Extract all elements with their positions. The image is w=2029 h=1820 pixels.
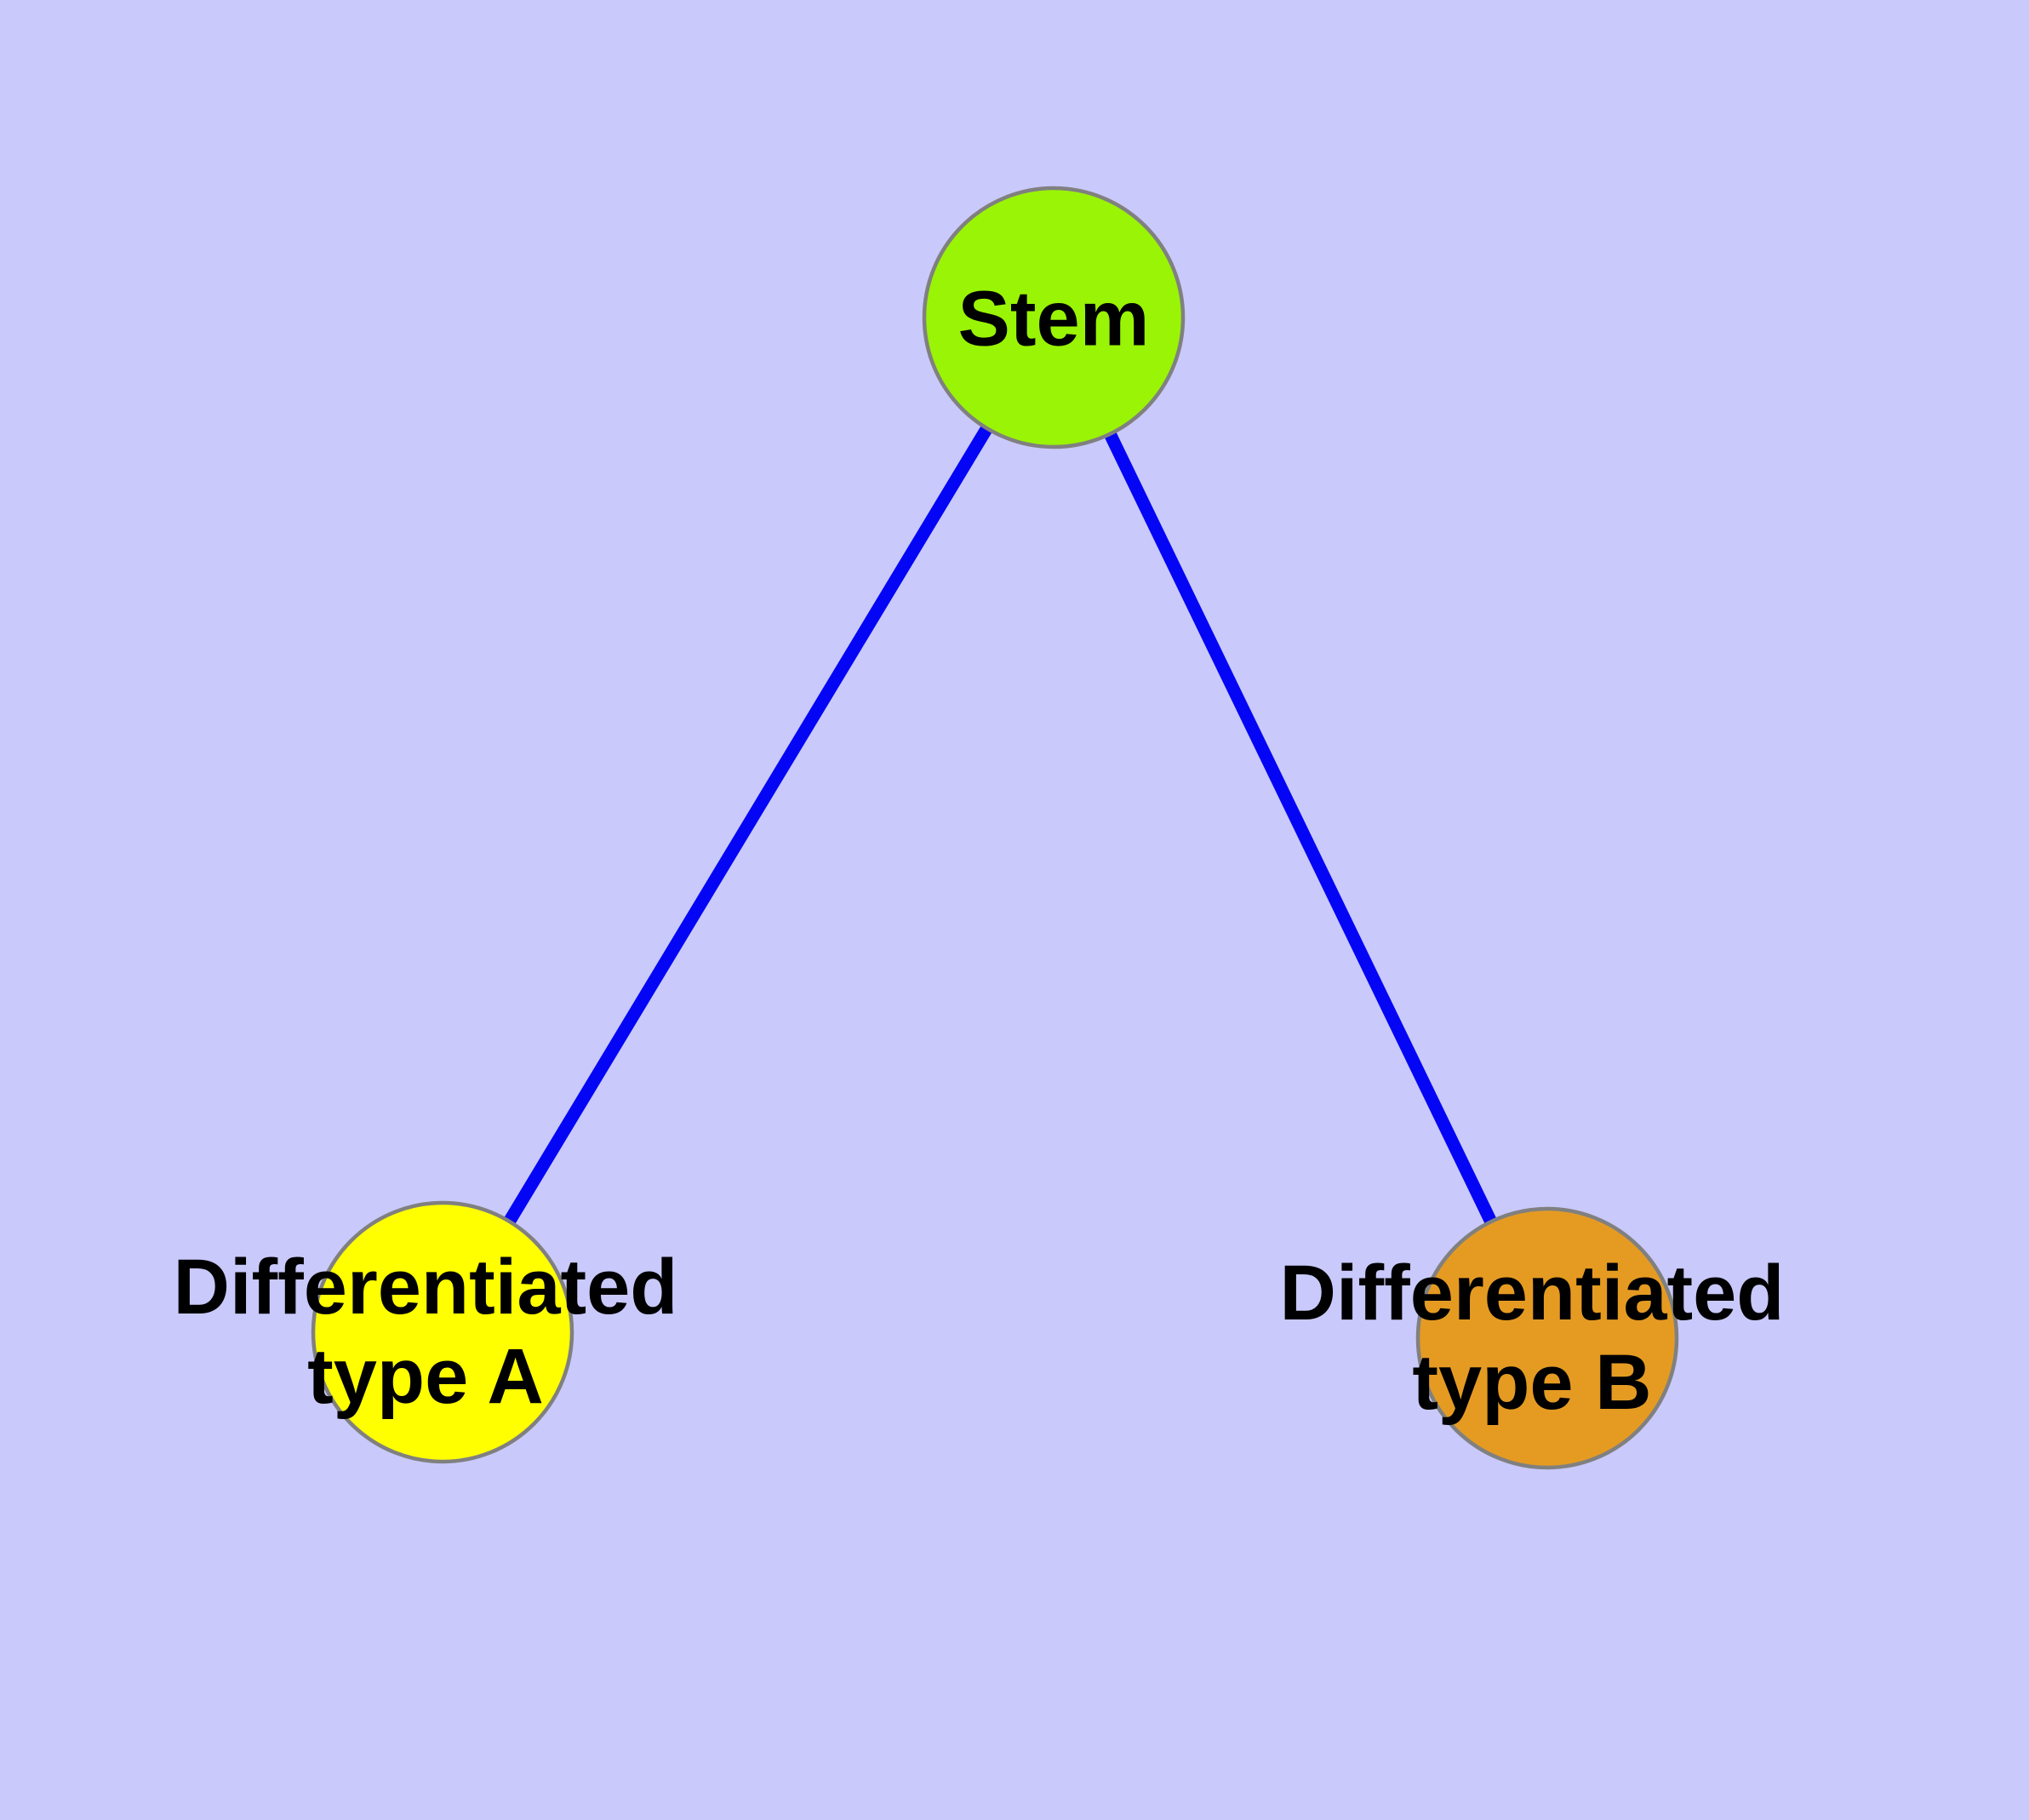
node-stem <box>922 186 1186 449</box>
node-differentiated-type-a <box>311 1200 574 1464</box>
edge-stem-to-type-a <box>437 314 1060 1336</box>
node-differentiated-type-b <box>1415 1206 1679 1470</box>
edge-stem-to-type-b <box>1048 314 1553 1342</box>
